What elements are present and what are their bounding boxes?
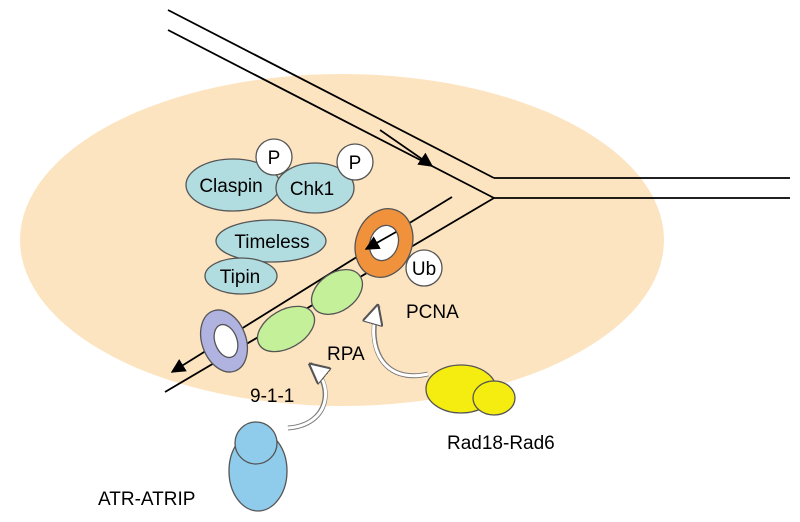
chk1-protein (275, 162, 355, 214)
rad18-rad6-label: Rad18-Rad6 (447, 433, 555, 454)
chk1-label: Chk1 (290, 179, 334, 200)
rad6-protein (472, 380, 516, 416)
atrip-protein (234, 421, 278, 465)
chk1-phospho-circle (336, 143, 374, 181)
rpa-protein-2 (310, 268, 364, 316)
nine-one-one-hole (213, 323, 239, 359)
parental-strand-top (167, 9, 495, 179)
parental-strand-bottom (167, 29, 495, 199)
ubiquitin-label: Ub (412, 259, 436, 280)
claspin-phospho-label: P (268, 148, 281, 169)
chk1-phospho-label: P (349, 153, 362, 174)
nucleus (20, 74, 664, 406)
nascent-leading-arrow (379, 129, 434, 167)
nine-one-one-label: 9-1-1 (250, 386, 294, 407)
tipin-label: Tipin (220, 267, 260, 288)
timeless-protein (215, 219, 327, 263)
ubiquitin-circle (405, 249, 443, 287)
tipin-protein (204, 257, 278, 295)
rpa-protein-1 (256, 305, 316, 353)
atr-recruitment-arrow-inner (287, 366, 326, 430)
timeless-label: Timeless (234, 232, 309, 253)
atr-atrip-label: ATR-ATRIP (98, 489, 195, 510)
claspin-label: Claspin (199, 176, 262, 197)
rad18-recruitment-arrow-inner (374, 308, 429, 378)
pcna-label: PCNA (406, 302, 459, 323)
rpa-label: RPA (327, 344, 365, 365)
claspin-phospho-circle (255, 138, 293, 176)
pcna-strand-arrow (364, 231, 397, 250)
